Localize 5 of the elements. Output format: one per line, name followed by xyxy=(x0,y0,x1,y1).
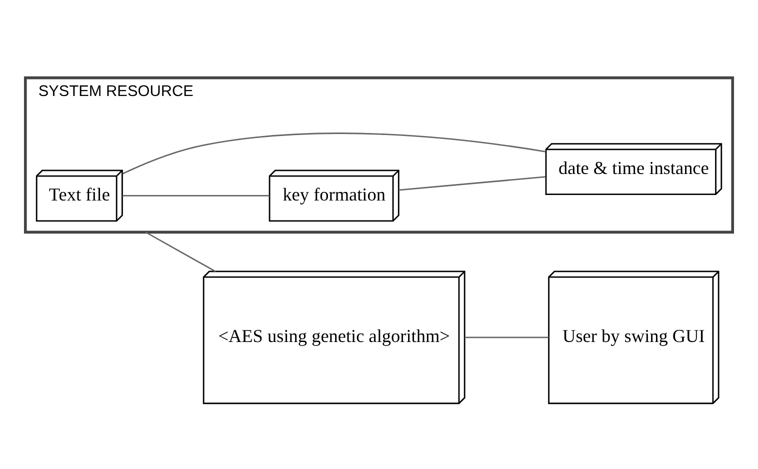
connector xyxy=(122,132,546,174)
connector xyxy=(464,336,549,338)
connector xyxy=(122,194,270,196)
connector xyxy=(398,176,546,190)
connector xyxy=(145,231,216,272)
